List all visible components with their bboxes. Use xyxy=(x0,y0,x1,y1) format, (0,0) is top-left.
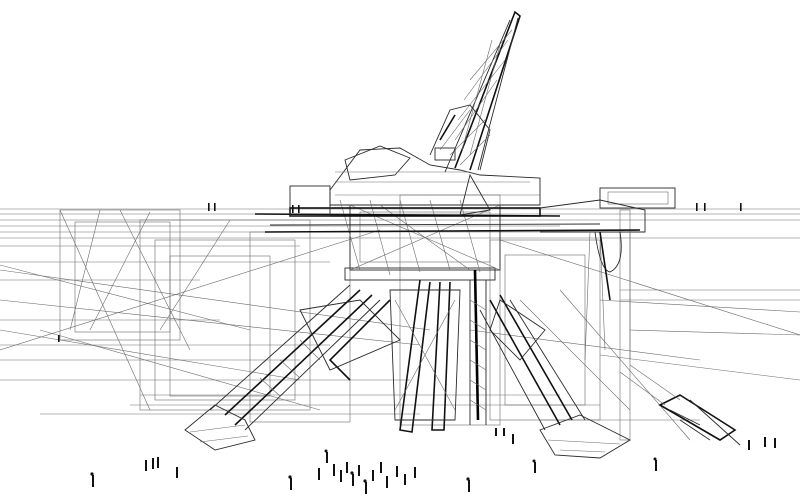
right-platform xyxy=(539,187,676,361)
crane-boom xyxy=(429,10,521,216)
right-leg xyxy=(479,294,631,459)
central-column xyxy=(389,269,487,433)
left-leg xyxy=(184,284,401,451)
right-ramp xyxy=(619,364,741,446)
central-body xyxy=(254,145,641,281)
human-figures xyxy=(58,203,776,494)
